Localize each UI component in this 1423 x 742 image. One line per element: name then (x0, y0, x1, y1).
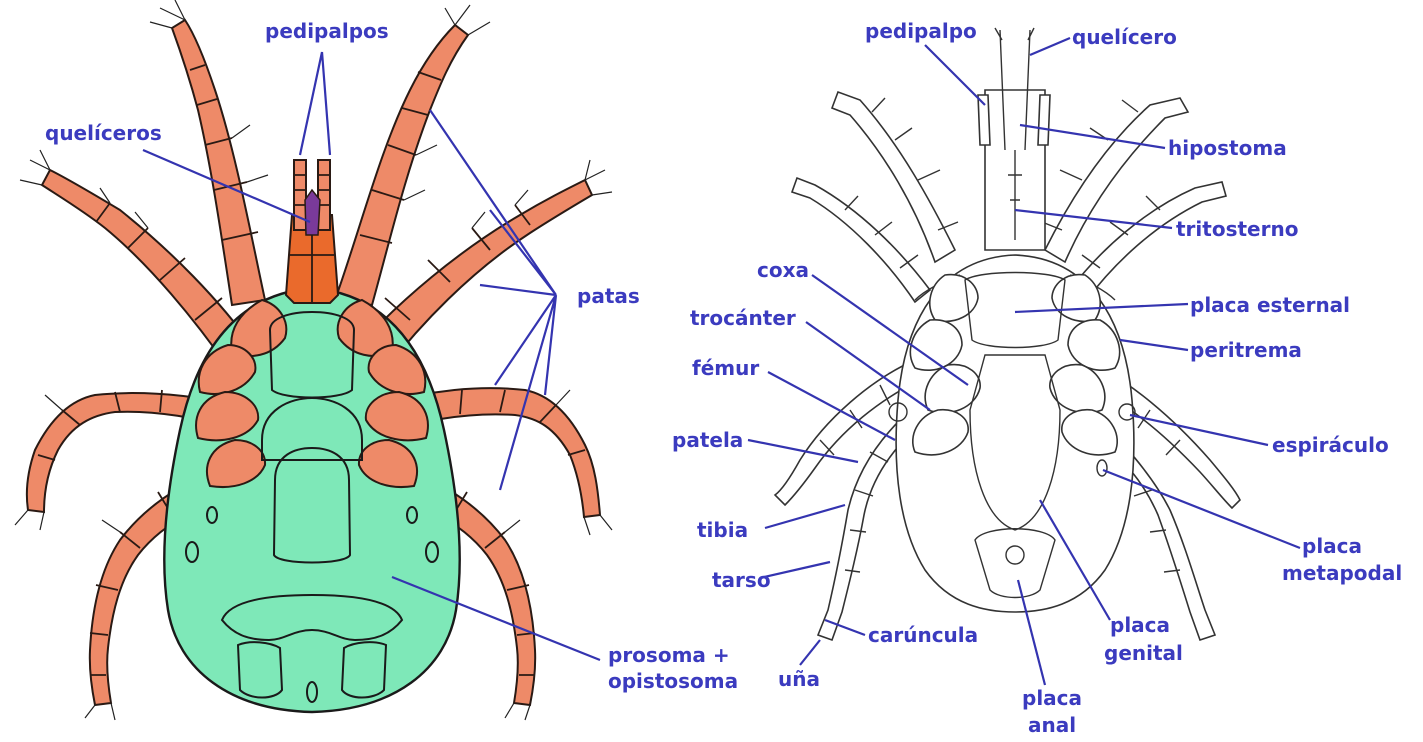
left-gnathosoma (286, 160, 338, 303)
label-caruncula: carúncula (868, 623, 978, 647)
left-idiosoma (164, 288, 460, 712)
label-placa-genital-1: placa (1110, 613, 1170, 637)
label-placa-genital-2: genital (1104, 641, 1183, 665)
label-quelicero: quelícero (1072, 25, 1177, 49)
label-pedipalpo: pedipalpo (865, 19, 977, 43)
left-colored-diagram: pedipalpos quelíceros patas prosoma + op… (15, 0, 738, 720)
label-placa-anal-1: placa (1022, 686, 1082, 710)
label-patas: patas (577, 284, 640, 308)
label-prosoma: prosoma + (608, 643, 730, 667)
label-tibia: tibia (697, 518, 748, 542)
label-coxa: coxa (757, 258, 809, 282)
label-patela: patela (672, 428, 743, 452)
label-femur: fémur (692, 356, 759, 380)
label-hipostoma: hipostoma (1168, 136, 1287, 160)
label-tarso: tarso (712, 568, 771, 592)
label-tritosterno: tritosterno (1176, 217, 1298, 241)
right-line-diagram: pedipalpo quelícero hipostoma tritostern… (672, 19, 1402, 737)
label-pedipalpos: pedipalpos (265, 19, 389, 43)
label-una: uña (778, 667, 820, 691)
label-placa-metapodal-2: metapodal (1282, 561, 1402, 585)
label-queliceros: quelíceros (45, 121, 162, 145)
label-opistosoma: opistosoma (608, 669, 738, 693)
label-peritrema: peritrema (1190, 338, 1302, 362)
label-placa-anal-2: anal (1028, 713, 1076, 737)
label-placa-metapodal-1: placa (1302, 534, 1362, 558)
label-trocanter: trocánter (690, 306, 796, 330)
right-gnathosoma (978, 28, 1050, 250)
label-placa-esternal: placa esternal (1190, 293, 1350, 317)
label-espiraculo: espiráculo (1272, 433, 1389, 457)
